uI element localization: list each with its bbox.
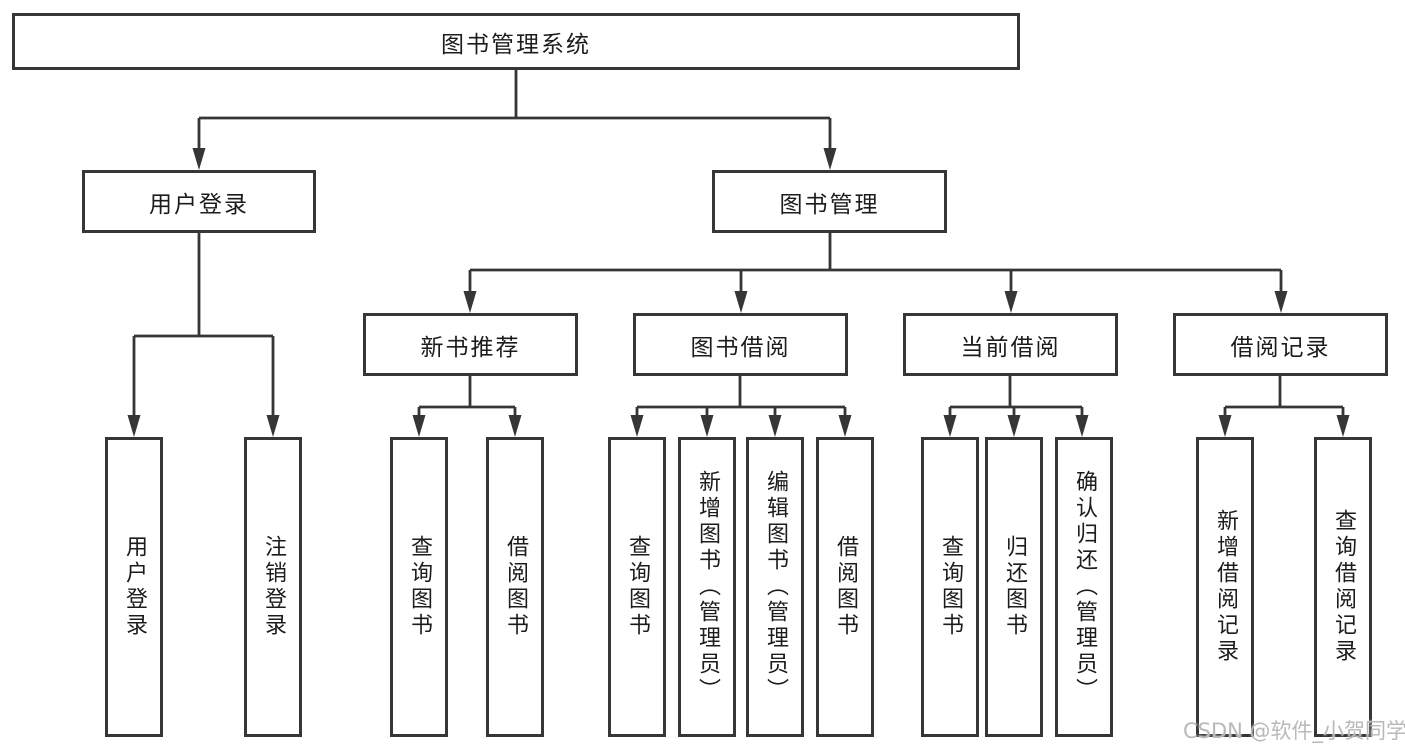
- leaf-borrowing-borrow-books: 借阅图书: [816, 437, 874, 737]
- leaf-query-borrow-record: 查询借阅记录: [1314, 437, 1372, 737]
- leaf-newbooks-query-books-label: 查询图书: [407, 535, 432, 639]
- leaf-borrowing-query-books-label: 查询图书: [625, 535, 650, 639]
- leaf-current-query-books-label: 查询图书: [938, 535, 963, 639]
- node-user-login: 用户登录: [82, 170, 316, 233]
- node-new-book-recommendation-label: 新书推荐: [420, 334, 521, 361]
- leaf-return-books-label: 归还图书: [1002, 535, 1027, 639]
- node-new-book-recommendation: 新书推荐: [363, 313, 578, 376]
- leaf-confirm-return-admin: 确认归还（管理员）: [1055, 437, 1113, 737]
- leaf-current-query-books: 查询图书: [921, 437, 979, 737]
- node-library-management-system-label: 图书管理系统: [441, 31, 591, 58]
- leaf-add-borrow-record-label: 新增借阅记录: [1213, 509, 1238, 665]
- leaf-return-books: 归还图书: [985, 437, 1043, 737]
- leaf-user-login-label: 用户登录: [122, 535, 147, 639]
- leaf-newbooks-borrow-books: 借阅图书: [486, 437, 544, 737]
- leaf-add-books-admin-label: 新增图书（管理员）: [695, 470, 720, 704]
- node-book-management-label: 图书管理: [779, 191, 880, 218]
- leaf-add-borrow-record: 新增借阅记录: [1196, 437, 1254, 737]
- node-book-borrowing-label: 图书借阅: [690, 334, 791, 361]
- leaf-edit-books-admin-label: 编辑图书（管理员）: [763, 470, 788, 704]
- leaf-edit-books-admin: 编辑图书（管理员）: [746, 437, 804, 737]
- node-current-borrowing: 当前借阅: [903, 313, 1118, 376]
- node-user-login-label: 用户登录: [149, 191, 249, 218]
- leaf-query-borrow-record-label: 查询借阅记录: [1331, 509, 1356, 665]
- leaf-newbooks-query-books: 查询图书: [390, 437, 448, 737]
- node-current-borrowing-label: 当前借阅: [960, 334, 1061, 361]
- node-library-management-system: 图书管理系统: [12, 13, 1020, 70]
- leaf-borrowing-query-books: 查询图书: [608, 437, 666, 737]
- node-book-borrowing: 图书借阅: [633, 313, 848, 376]
- leaf-newbooks-borrow-books-label: 借阅图书: [503, 535, 528, 639]
- node-borrowing-records: 借阅记录: [1173, 313, 1388, 376]
- node-borrowing-records-label: 借阅记录: [1230, 334, 1331, 361]
- leaf-confirm-return-admin-label: 确认归还（管理员）: [1072, 470, 1097, 704]
- arrowheads: [127, 148, 1350, 437]
- leaf-user-login: 用户登录: [105, 437, 163, 737]
- csdn-watermark: CSDN @软件_小贺同学: [1183, 719, 1405, 743]
- node-book-management: 图书管理: [712, 170, 947, 233]
- leaf-borrowing-borrow-books-label: 借阅图书: [833, 535, 858, 639]
- leaf-logout: 注销登录: [244, 437, 302, 737]
- leaf-add-books-admin: 新增图书（管理员）: [678, 437, 736, 737]
- leaf-logout-label: 注销登录: [261, 535, 286, 639]
